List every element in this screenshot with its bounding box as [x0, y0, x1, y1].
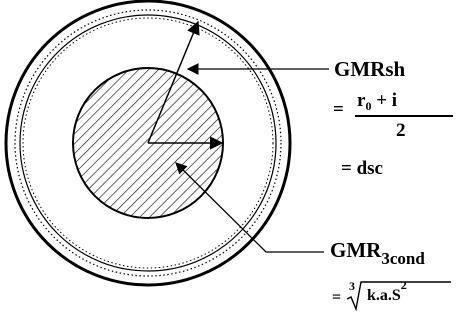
shield-result: = dsc: [341, 158, 383, 179]
conductor-gmr-main: GMR: [330, 238, 382, 262]
shield-formula-denominator: 2: [396, 120, 406, 141]
numerator-r-subscript: 0: [365, 99, 372, 113]
shield-equals-sign: =: [333, 99, 344, 120]
sheath-inner-dotted: [22, 17, 274, 269]
sheath-inner-circle: [19, 14, 277, 272]
conductor-leader-line: [175, 162, 324, 253]
numerator-rest: + i: [376, 90, 398, 111]
shield-gmr-label: GMRsh: [334, 57, 406, 81]
shield-fraction-bar: [355, 115, 453, 117]
numerator-r: r: [357, 90, 366, 111]
shield-formula-numerator: r0 + i: [357, 90, 398, 113]
root-radicand: k.a.S2: [367, 278, 407, 305]
sheath-outer-dotted: [14, 9, 282, 277]
cube-root-sign-icon: [346, 281, 451, 311]
shield-radius-arrow: [147, 20, 200, 144]
root-index: 3: [349, 279, 355, 293]
conductor-equals-sign: =: [332, 289, 342, 306]
outer-jacket-circle: [4, 0, 292, 287]
radicand-text: k.a.S: [367, 287, 401, 304]
radicand-exponent: 2: [400, 278, 407, 292]
conductor-gmr-label: GMR3cond: [330, 238, 425, 268]
conductor-gmr-subscript: 3cond: [381, 249, 425, 268]
